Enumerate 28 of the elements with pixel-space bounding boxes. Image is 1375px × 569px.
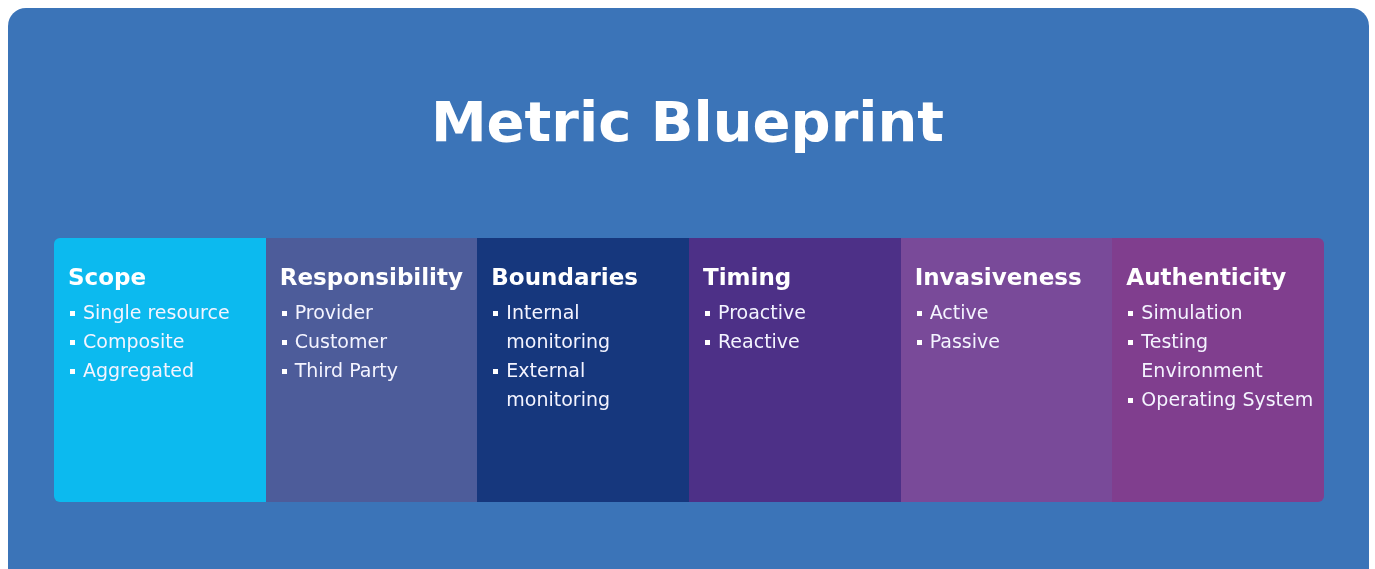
bullet-item: Testing Environment bbox=[1126, 327, 1315, 385]
bullet-item: Operating System bbox=[1126, 385, 1315, 414]
column-heading: Boundaries bbox=[491, 263, 639, 292]
bullet-item: External monitoring bbox=[491, 356, 679, 414]
column-heading: Invasiveness bbox=[914, 263, 1083, 292]
category-column bbox=[689, 238, 901, 502]
category-column bbox=[54, 238, 266, 502]
bullet-item: Composite bbox=[68, 327, 256, 356]
category-column bbox=[900, 238, 1113, 502]
bullet-item: Passive bbox=[914, 327, 1103, 356]
bullet-item: Proactive bbox=[703, 298, 891, 327]
column-heading: Scope bbox=[68, 263, 148, 292]
bullet-item: Active bbox=[914, 298, 1103, 327]
bullet-item: Provider bbox=[279, 298, 468, 327]
category-column bbox=[1112, 238, 1324, 502]
column-heading: Authenticity bbox=[1126, 263, 1288, 292]
bullet-item: Internal monitoring bbox=[491, 298, 679, 356]
bullet-item: Aggregated bbox=[68, 356, 256, 385]
bullet-item: Simulation bbox=[1126, 298, 1315, 327]
bullet-item: Third Party bbox=[279, 356, 468, 385]
bullet-item: Reactive bbox=[703, 327, 891, 356]
column-heading: Timing bbox=[703, 263, 793, 292]
column-heading: Responsibility bbox=[279, 263, 464, 292]
category-column bbox=[477, 238, 689, 502]
category-column bbox=[265, 238, 478, 502]
title: Metric Blueprint bbox=[429, 88, 946, 156]
bullet-item: Single resource bbox=[68, 298, 256, 327]
bullet-item: Customer bbox=[279, 327, 468, 356]
